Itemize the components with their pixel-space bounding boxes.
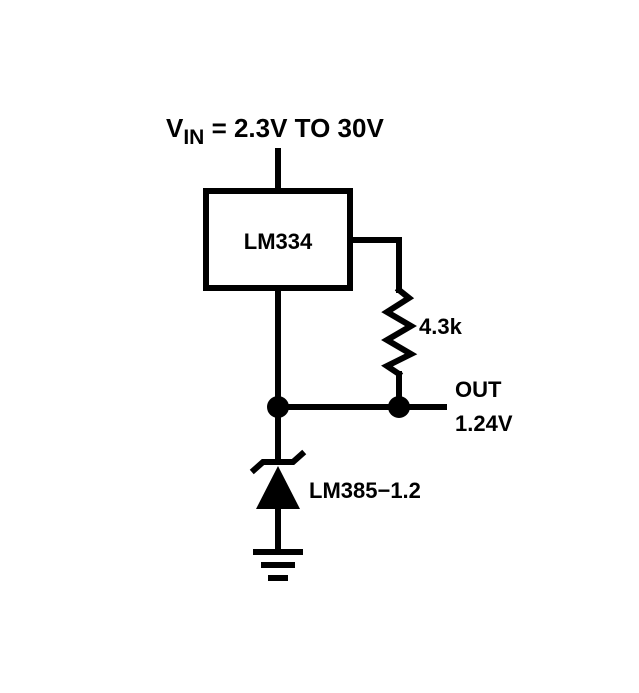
supply-label: VIN = 2.3V TO 30V [166,113,384,149]
resistor-label: 4.3k [419,314,463,339]
regulator-r-wire [348,237,402,293]
junction-dot-right [388,396,410,418]
supply-subscript: IN [183,126,204,149]
output-voltage: 1.24V [455,411,513,436]
zigzag-resistor-icon [381,285,418,379]
ground-symbol-icon [253,549,303,581]
junction-dot-left [267,396,289,418]
reference-diode-label: LM385−1.2 [309,478,421,503]
regulator-label: LM334 [244,229,313,254]
supply-range: = 2.3V TO 30V [204,113,384,143]
output-label: OUT [455,377,502,402]
supply-symbol: V [166,113,184,143]
zener-diode-icon [249,449,307,509]
